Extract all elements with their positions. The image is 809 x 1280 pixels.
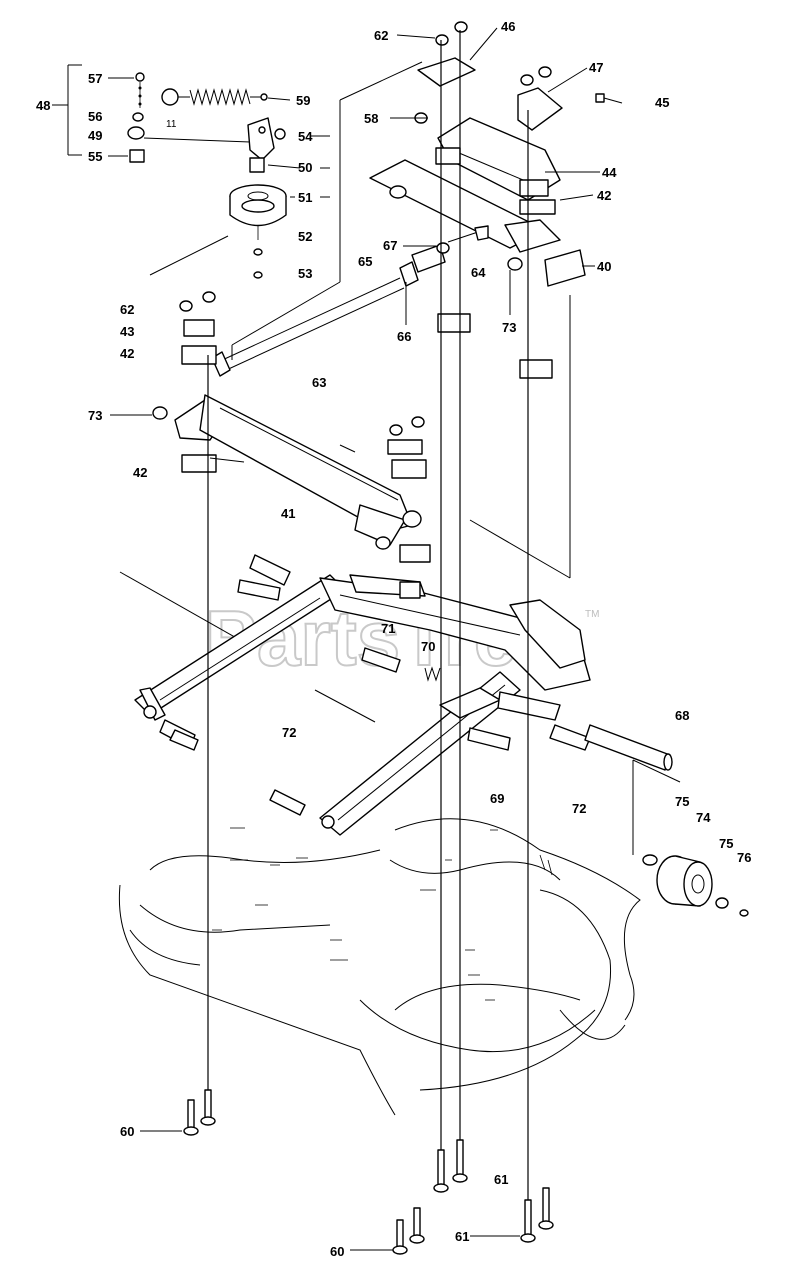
link-rod-63 (211, 225, 489, 377)
callout-70: 70 (421, 639, 435, 654)
callout-44: 44 (602, 165, 617, 180)
top-bracket-46 (414, 21, 476, 124)
callout-57: 57 (88, 71, 102, 86)
mower-deck (118, 818, 641, 1116)
bolt-61-upper (433, 1139, 468, 1193)
group-outline-boxes (119, 61, 571, 723)
spacer-mid-column (437, 313, 553, 379)
callout-63: 63 (312, 375, 326, 390)
height-lever-right (319, 671, 561, 836)
callout-61-upper: 61 (494, 1172, 508, 1187)
lever-bolts (169, 554, 591, 816)
lever-spring-70 (361, 647, 441, 682)
callout-45: 45 (655, 95, 669, 110)
callout-71: 71 (381, 621, 395, 636)
callout-72-right: 72 (572, 801, 586, 816)
vertical-rods (207, 30, 529, 1200)
callout-59: 59 (296, 93, 310, 108)
callout-40: 40 (597, 259, 611, 274)
callout-69: 69 (490, 791, 504, 806)
callout-41: 41 (281, 506, 295, 521)
callout-51: 51 (298, 190, 312, 205)
callout-50: 50 (298, 160, 312, 175)
rear-height-bracket (435, 117, 561, 201)
idler-arm-assembly (229, 117, 287, 279)
bolt-60-lower (392, 1207, 425, 1255)
callout-42-upper: 42 (597, 188, 611, 203)
pivot-pin-stack (127, 72, 251, 163)
bracket-47 (517, 66, 605, 131)
callout-67: 67 (383, 238, 397, 253)
callout-49: 49 (88, 128, 102, 143)
watermark-trademark: TM (585, 609, 599, 620)
callout-62-left: 62 (120, 302, 134, 317)
callout-60-lower: 60 (330, 1244, 344, 1259)
leader-lines (108, 27, 623, 1251)
height-lever-center (319, 574, 591, 691)
callout-76: 76 (737, 850, 751, 865)
callout-61-lower: 61 (455, 1229, 469, 1244)
upper-axle-40 (369, 159, 586, 287)
front-axle-41 (152, 394, 422, 550)
bolt-60-upper (183, 1089, 216, 1136)
callout-55: 55 (88, 149, 102, 164)
callout-56: 56 (88, 109, 102, 124)
callout-74: 74 (696, 810, 711, 825)
tension-spring (161, 88, 268, 106)
callout-58: 58 (364, 111, 378, 126)
callout-73-left: 73 (88, 408, 102, 423)
callout-72-left: 72 (282, 725, 296, 740)
spacer-stack-left (179, 291, 217, 365)
callout-64: 64 (471, 265, 486, 280)
callout-46: 46 (501, 19, 515, 34)
height-lever-left (134, 574, 346, 749)
callout-labels: 62 46 47 45 48 57 56 49 55 11 59 58 54 5… (36, 19, 751, 1259)
callout-66: 66 (397, 329, 411, 344)
callout-43: 43 (120, 324, 134, 339)
callout-48: 48 (36, 98, 50, 113)
bolt-61-lower (520, 1187, 554, 1243)
callout-68: 68 (675, 708, 689, 723)
callout-52: 52 (298, 229, 312, 244)
wheel-assembly (632, 759, 749, 917)
callout-65: 65 (358, 254, 372, 269)
callout-73-upper: 73 (502, 320, 516, 335)
nut-stack-41 (387, 416, 431, 563)
callout-47: 47 (589, 60, 603, 75)
callout-54: 54 (298, 129, 313, 144)
wheel-shaft-68 (584, 724, 673, 771)
callout-60-upper: 60 (120, 1124, 134, 1139)
callout-53: 53 (298, 266, 312, 281)
callout-75-upper: 75 (675, 794, 689, 809)
callout-42-left: 42 (120, 346, 134, 361)
callout-42-lower: 42 (133, 465, 147, 480)
callout-62-top: 62 (374, 28, 388, 43)
callout-75-lower: 75 (719, 836, 733, 851)
group-bracket-48 (52, 64, 82, 156)
small-mark: 11 (166, 119, 177, 130)
